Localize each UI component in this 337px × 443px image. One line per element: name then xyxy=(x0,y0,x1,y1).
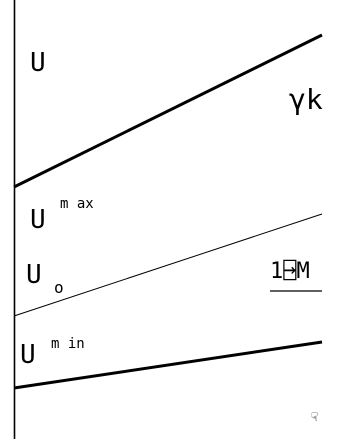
upper-thick-line xyxy=(13,33,323,189)
u-min-label: U xyxy=(20,340,36,370)
u-max-label: U xyxy=(30,205,46,235)
u-label: U xyxy=(30,48,46,78)
u0-subscript: o xyxy=(54,278,64,297)
right-mark-symbol: 1⍈M xyxy=(270,259,310,284)
middle-thin-line xyxy=(13,213,323,317)
u0-label: U xyxy=(26,260,42,290)
corner-mark-icon: ☟ xyxy=(311,410,319,424)
gamma-symbol: γk xyxy=(289,83,323,116)
u-min-superscript: m in xyxy=(51,336,85,352)
u-max-superscript: m ax xyxy=(60,196,94,212)
lower-thick-line xyxy=(13,340,323,390)
